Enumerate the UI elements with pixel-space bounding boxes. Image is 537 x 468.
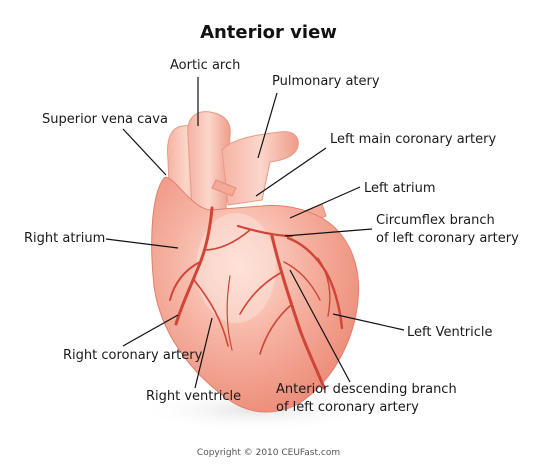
leader-left-atrium	[289, 186, 361, 219]
leader-superior-vena-cava	[122, 128, 167, 176]
lad-branch-2	[259, 303, 293, 355]
right-marginal-branch	[193, 279, 229, 347]
diagram-title: Anterior view	[200, 22, 337, 43]
leader-anterior-descending	[289, 269, 351, 383]
leader-circumflex	[284, 228, 373, 237]
leader-right-atrium	[105, 238, 179, 249]
leader-right-coronary	[122, 314, 179, 347]
label-circumflex-line1: Circumflex branch	[376, 213, 495, 228]
label-superior-vena-cava: Superior vena cava	[42, 112, 168, 127]
lad-branch-3	[283, 261, 321, 301]
leader-right-ventricle	[194, 317, 213, 389]
pulmonary-artery-shape	[221, 131, 299, 206]
circumflex-branch	[317, 257, 331, 317]
rca-branch	[169, 261, 201, 301]
rv-branch	[226, 275, 233, 351]
label-anterior-descending-line2: of left coronary artery	[276, 400, 419, 415]
label-aortic-arch: Aortic arch	[170, 58, 241, 73]
right-coronary-artery-vessel	[174, 206, 214, 326]
leader-left-main-coronary	[255, 147, 327, 197]
label-left-main-coronary-artery: Left main coronary artery	[330, 132, 497, 147]
label-circumflex-line2: of left coronary artery	[376, 231, 519, 246]
lad-branch-1	[239, 271, 283, 315]
label-pulmonary-artery: Pulmonary atery	[272, 74, 380, 89]
heart-highlight	[196, 213, 276, 323]
leader-lines	[105, 77, 405, 389]
label-left-ventricle: Left Ventricle	[407, 325, 493, 340]
anterior-descending-vessel	[270, 234, 326, 390]
label-anterior-descending-line1: Anterior descending branch	[276, 382, 457, 397]
label-right-coronary-artery: Right coronary artery	[63, 348, 203, 363]
copyright-text: Copyright © 2010 CEUFast.com	[196, 448, 341, 458]
rca-branch-2	[203, 229, 251, 251]
label-right-atrium: Right atrium	[24, 231, 106, 246]
label-left-atrium: Left atrium	[364, 181, 436, 196]
label-right-ventricle: Right ventricle	[146, 389, 242, 404]
leader-pulmonary-artery	[257, 92, 278, 159]
leader-left-ventricle	[332, 313, 405, 331]
coronary-vessels	[169, 206, 344, 390]
vessel-stub-shape	[211, 179, 237, 197]
